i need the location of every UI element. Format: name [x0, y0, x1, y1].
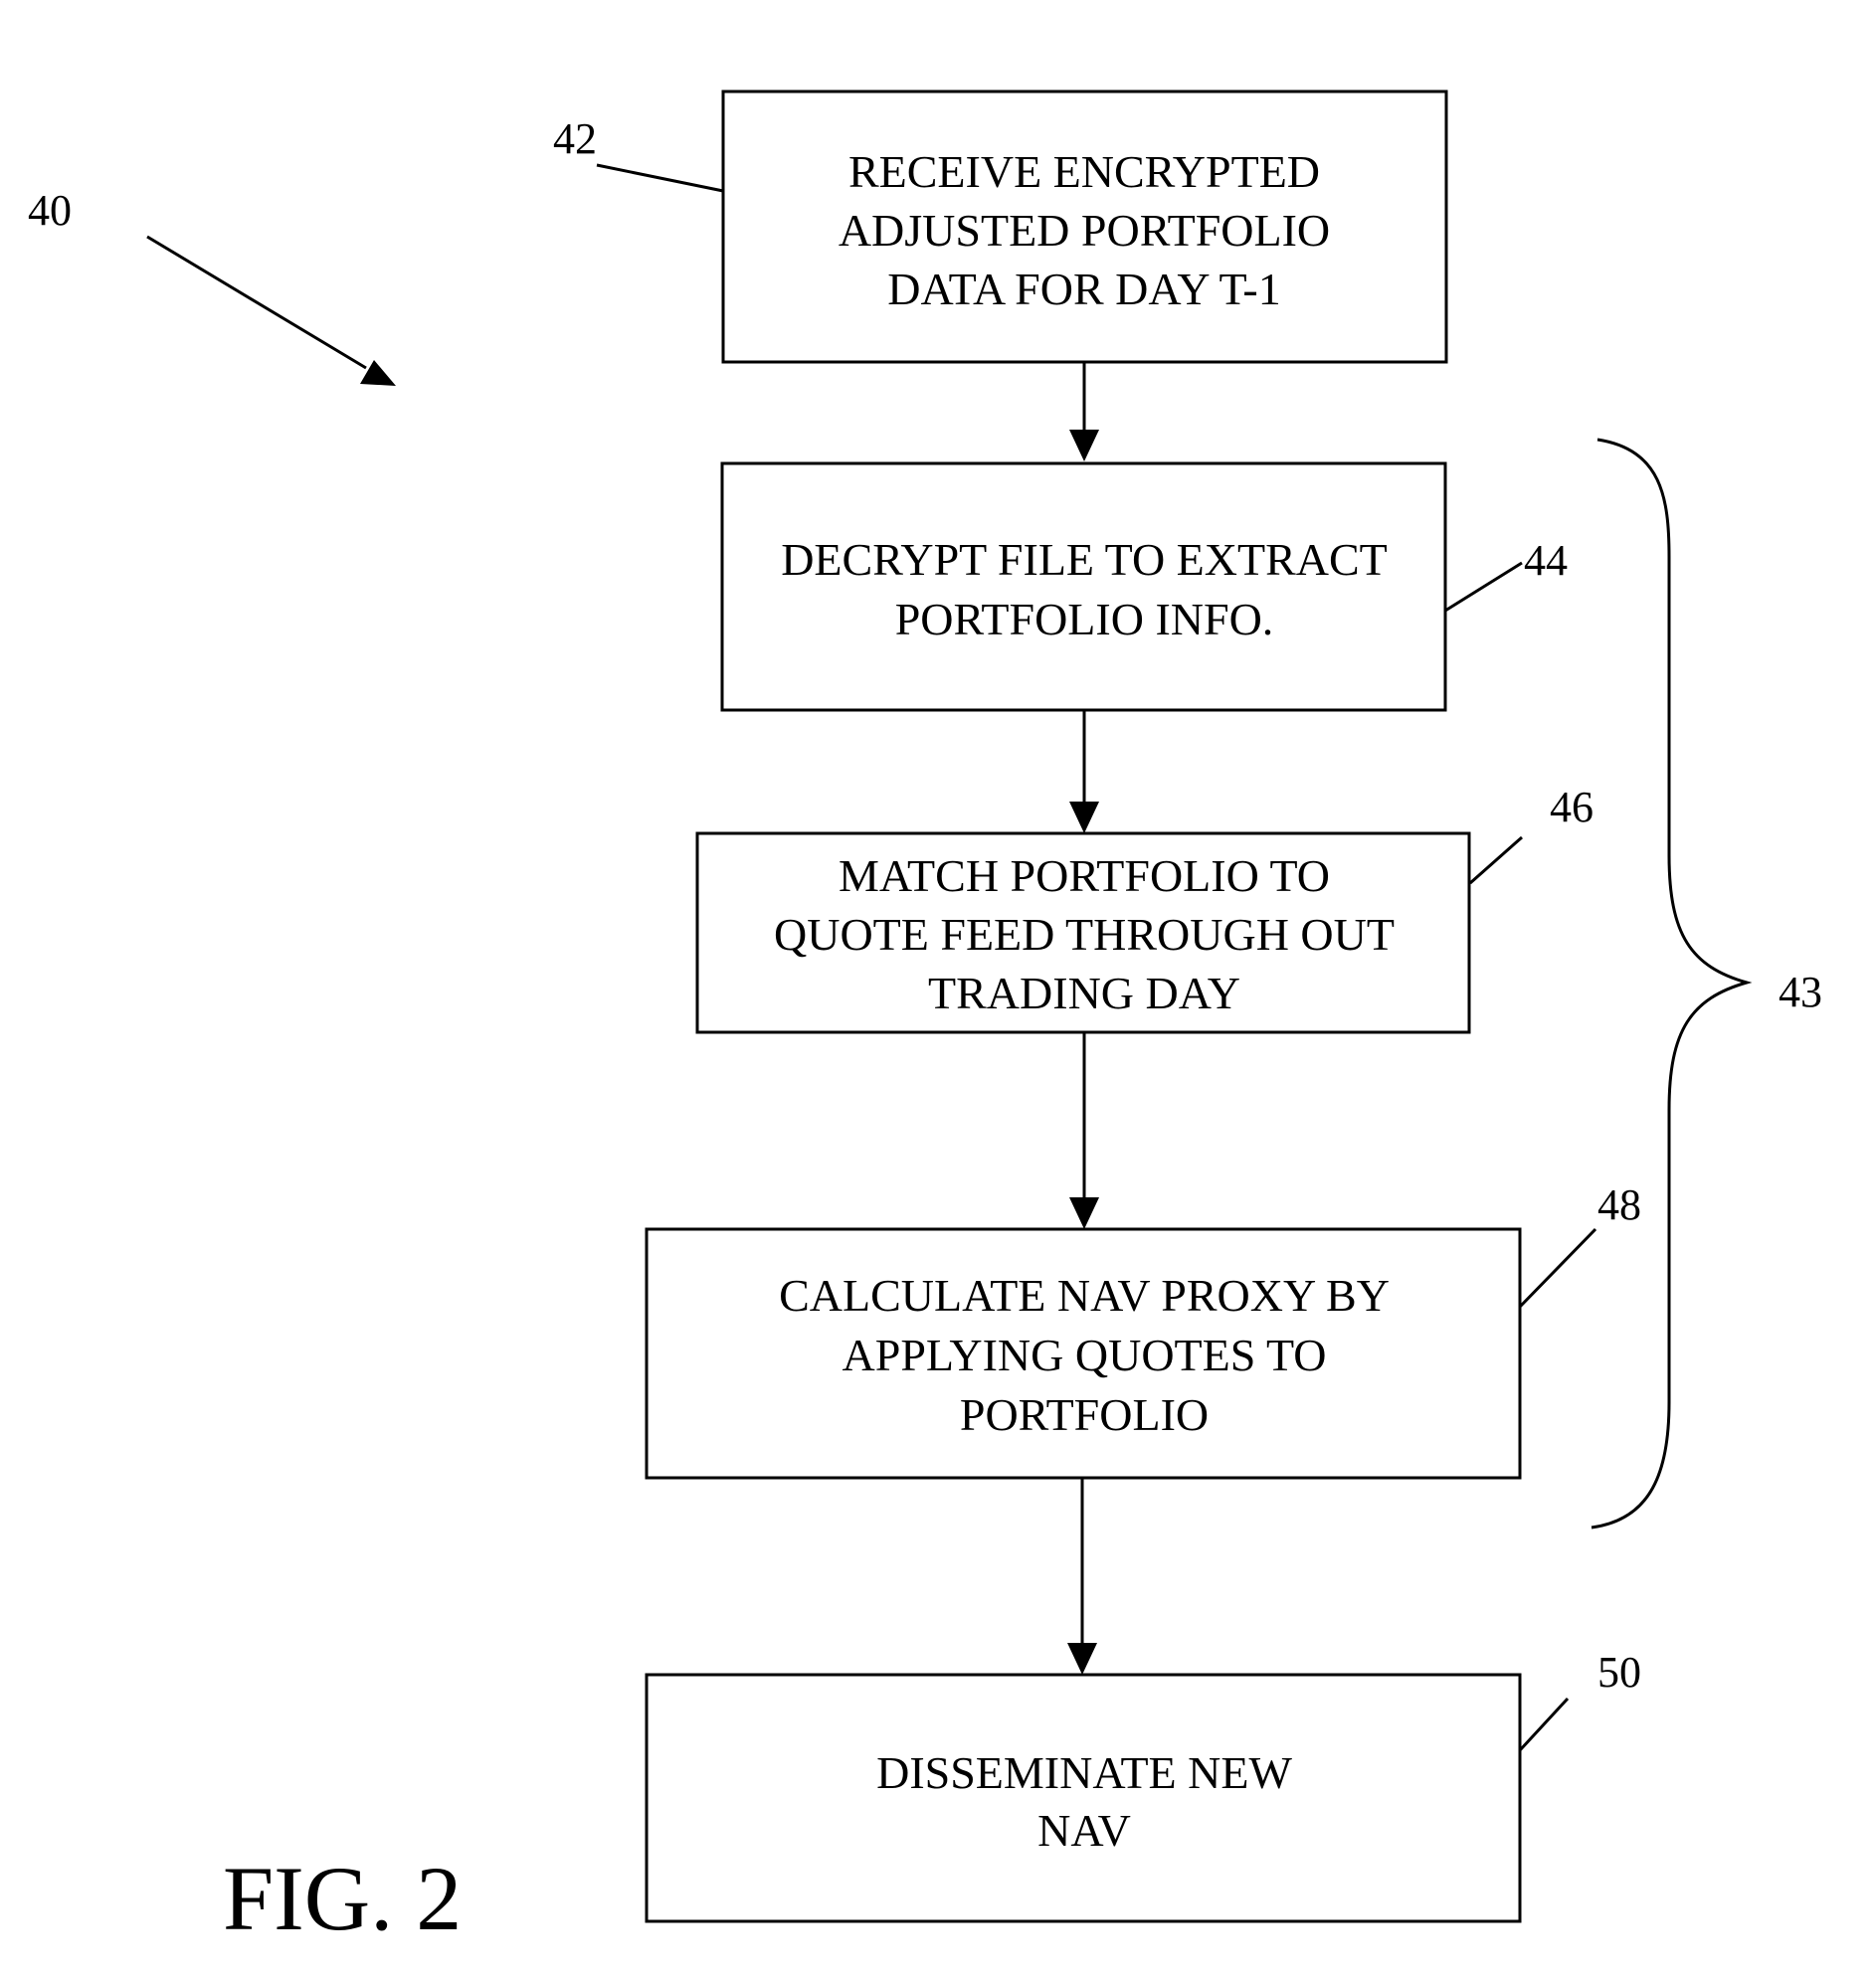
step-48-line-1: CALCULATE NAV PROXY BY	[779, 1270, 1390, 1321]
ref-label-42: 42	[553, 114, 597, 163]
leader-line-50	[1520, 1699, 1568, 1750]
figure-label: FIG. 2	[223, 1848, 462, 1949]
flow-arrowhead-48-50	[1067, 1643, 1097, 1675]
ref-label-48: 48	[1597, 1180, 1641, 1229]
group-brace-43	[1592, 440, 1747, 1528]
leader-line-44	[1445, 563, 1522, 611]
ref-label-46: 46	[1550, 783, 1594, 831]
ref-label-44: 44	[1524, 536, 1568, 585]
step-box-50	[647, 1675, 1520, 1921]
leader-line-46	[1470, 837, 1522, 883]
step-50-line-2: NAV	[1037, 1805, 1131, 1856]
ref-label-43: 43	[1779, 968, 1822, 1016]
step-48-line-3: PORTFOLIO	[960, 1389, 1209, 1440]
step-48-line-2: APPLYING QUOTES TO	[843, 1330, 1327, 1380]
step-46-line-1: MATCH PORTFOLIO TO	[839, 850, 1330, 901]
step-42-line-2: ADJUSTED PORTFOLIO	[839, 205, 1330, 256]
flow-arrowhead-46-48	[1069, 1197, 1099, 1229]
step-44-line-1: DECRYPT FILE TO EXTRACT	[781, 534, 1388, 585]
ref-label-40: 40	[28, 186, 72, 235]
ref-arrow-40	[147, 237, 366, 368]
step-42-line-1: RECEIVE ENCRYPTED	[848, 146, 1320, 197]
step-box-44	[722, 463, 1445, 710]
flow-arrowhead-44-46	[1069, 802, 1099, 833]
ref-label-50: 50	[1597, 1648, 1641, 1697]
step-44-line-2: PORTFOLIO INFO.	[895, 594, 1274, 644]
leader-line-42	[597, 165, 723, 191]
step-46-line-3: TRADING DAY	[928, 968, 1240, 1018]
flow-arrowhead-42-44	[1069, 430, 1099, 461]
step-46-line-2: QUOTE FEED THROUGH OUT	[774, 909, 1395, 960]
leader-line-48	[1520, 1229, 1595, 1307]
ref-arrowhead-40	[360, 360, 396, 386]
step-50-line-1: DISSEMINATE NEW	[876, 1747, 1292, 1798]
step-42-line-3: DATA FOR DAY T-1	[887, 264, 1281, 314]
